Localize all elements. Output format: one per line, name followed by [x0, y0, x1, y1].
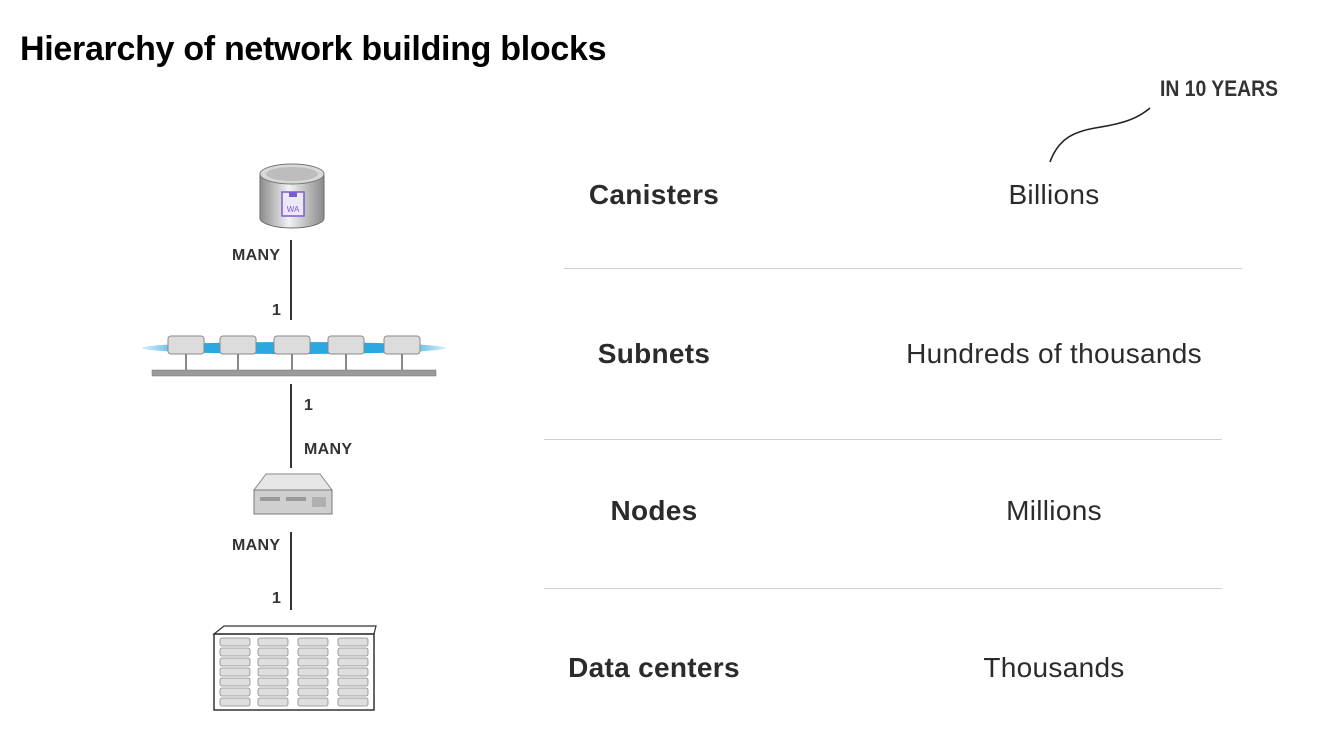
- rack-server: [257, 677, 289, 687]
- rack-server: [257, 697, 289, 707]
- row-name-canisters: Canisters: [588, 179, 720, 210]
- rack-server: [297, 647, 329, 657]
- rack-server: [337, 667, 369, 677]
- row-name-subnets: Subnets: [597, 338, 711, 369]
- relation-line: [290, 240, 292, 320]
- rack-server: [219, 677, 251, 687]
- rack-server: [297, 677, 329, 687]
- rack-server: [219, 637, 251, 647]
- row-count-subnets: Hundreds of thousands: [906, 338, 1202, 369]
- page-title: Hierarchy of network building blocks: [20, 30, 607, 68]
- rack-server: [297, 687, 329, 697]
- row-divider: [564, 268, 1242, 269]
- rack-server: [257, 637, 289, 647]
- relation-label-lower: 1: [272, 590, 282, 607]
- relation-label-upper: MANY: [232, 247, 281, 264]
- rack-server: [257, 687, 289, 697]
- relation-label-lower: 1: [272, 302, 282, 319]
- rack-server: [219, 667, 251, 677]
- rack-server: [219, 657, 251, 667]
- rack-server: [297, 637, 329, 647]
- rack-server: [337, 687, 369, 697]
- rack-server: [257, 647, 289, 657]
- row-divider: [544, 439, 1222, 440]
- subnet-icon: [142, 335, 446, 377]
- relation-label-lower: MANY: [304, 441, 353, 458]
- canister-badge: WA: [287, 205, 300, 214]
- rack-server: [219, 687, 251, 697]
- row-count-data-centers: Thousands: [983, 652, 1125, 683]
- rack-server: [297, 667, 329, 677]
- rack-server: [297, 657, 329, 667]
- relation-label-upper: MANY: [232, 537, 281, 554]
- rack-server: [337, 647, 369, 657]
- relation-label-upper: 1: [304, 397, 314, 414]
- row-name-nodes: Nodes: [610, 495, 698, 526]
- horizon-pointer: [1049, 107, 1151, 163]
- row-count-nodes: Millions: [1006, 495, 1102, 526]
- rack-server: [219, 697, 251, 707]
- row-divider: [544, 588, 1222, 589]
- rack-server: [297, 697, 329, 707]
- rack-server: [257, 667, 289, 677]
- row-count-canisters: Billions: [1008, 179, 1100, 210]
- canister-icon: WA: [259, 163, 325, 229]
- rack-server: [257, 657, 289, 667]
- horizon-label: IN 10 YEARS: [1160, 76, 1279, 101]
- row-name-data-centers: Data centers: [568, 652, 740, 683]
- node-server-icon: [253, 473, 333, 515]
- rack-server: [337, 677, 369, 687]
- data-center-icon: [212, 625, 377, 711]
- relation-line: [290, 532, 292, 610]
- relation-line: [290, 384, 292, 468]
- rack-server: [337, 657, 369, 667]
- rack-server: [337, 637, 369, 647]
- rack-server: [337, 697, 369, 707]
- rack-server: [219, 647, 251, 657]
